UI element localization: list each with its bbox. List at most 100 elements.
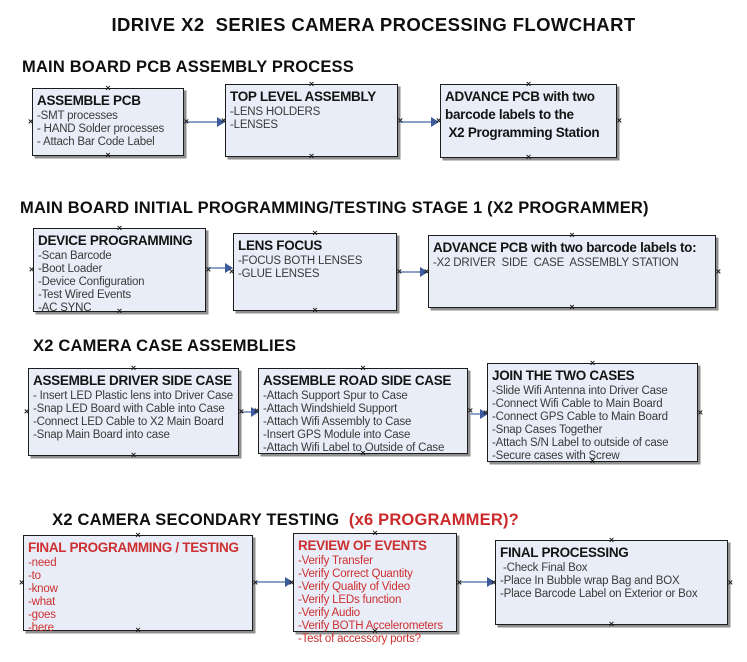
box-item: -Scan Barcode — [38, 250, 112, 262]
box-device-programming[interactable]: DEVICE PROGRAMMING -Scan Barcode -Boot L… — [29, 224, 211, 316]
connector-line — [400, 121, 432, 123]
box-item: -LENS HOLDERS — [230, 106, 321, 118]
connection-point-right: × — [727, 577, 733, 587]
box-title: DEVICE PROGRAMMING — [38, 233, 193, 248]
box-title: FINAL PROGRAMMING / TESTING — [28, 540, 239, 555]
box-item: -Snap LED Board with Cable into Case — [33, 403, 225, 415]
box-title: JOIN THE TWO CASES — [492, 368, 635, 383]
connection-point-left: × — [28, 116, 34, 127]
box-item: -Verify LEDs function — [298, 594, 402, 606]
connection-point-right: × — [697, 407, 703, 417]
arrowhead-icon — [431, 117, 439, 127]
connector-line — [241, 411, 252, 413]
connection-point-bottom: × — [308, 151, 315, 161]
box-item: -Boot Loader — [38, 263, 103, 275]
box-item: -Place In Bubble wrap Bag and BOX — [500, 575, 680, 587]
box-assemble-pcb[interactable]: ASSEMBLE PCB -SMT processes - HAND Solde… — [28, 84, 189, 160]
box-item: -FOCUS BOTH LENSES — [238, 255, 363, 267]
connector-line — [459, 581, 488, 583]
box-item: - Insert LED Plastic lens into Driver Ca… — [33, 390, 233, 402]
box-item: -Verify Quality of Video — [298, 581, 410, 593]
box-join-the-two-cases[interactable]: JOIN THE TWO CASES -Slide Wifi Antenna i… — [483, 359, 703, 466]
section-heading-initial-programming: MAIN BOARD INITIAL PROGRAMMING/TESTING S… — [20, 199, 649, 217]
connection-point-left: × — [29, 264, 35, 275]
box-item: -Insert GPS Module into Case — [263, 429, 411, 441]
box-item: -to — [28, 570, 41, 582]
box-item: -Snap Main Board into case — [33, 429, 170, 441]
box-item: -Slide Wifi Antenna into Driver Case — [492, 385, 668, 397]
connector-line — [470, 413, 481, 415]
box-item: -Attach Windshield Support — [263, 403, 398, 415]
box-item: -Attach S/N Label to outside of case — [492, 437, 669, 449]
connector-arrow-8[interactable] — [458, 576, 495, 588]
arrowhead-icon — [285, 577, 293, 587]
connection-point-bottom: × — [312, 305, 318, 315]
connector-arrow-6[interactable] — [469, 408, 488, 420]
box-title: ASSEMBLE DRIVER SIDE CASE — [33, 373, 232, 388]
arrowhead-icon — [420, 267, 428, 277]
connection-point-right: × — [616, 115, 622, 126]
box-lens-focus[interactable]: LENS FOCUS -FOCUS BOTH LENSES -GLUE LENS… — [229, 229, 402, 315]
box-item: -Attach Support Spur to Case — [263, 390, 408, 402]
connector-arrow-1[interactable] — [185, 116, 225, 128]
box-item: -Attach Wifi Label to Outside of Case — [263, 442, 445, 454]
connector-line — [399, 271, 421, 273]
box-item: -LENSES — [230, 119, 278, 131]
box-item: -Device Configuration — [38, 276, 145, 288]
box-item: -Verify Audio — [298, 607, 360, 619]
box-item: -Test of accessory ports? — [298, 633, 421, 645]
connector-arrow-4[interactable] — [398, 266, 428, 278]
box-item: -Attach Wifi Assembly to Case — [263, 416, 412, 428]
box-title: ASSEMBLE PCB — [37, 93, 141, 108]
box-item: -Snap Cases Together — [492, 424, 603, 436]
arrowhead-icon — [217, 117, 225, 127]
connector-arrow-5[interactable] — [240, 406, 259, 418]
connection-point-bottom: × — [130, 450, 137, 460]
box-assemble-driver-side-case[interactable]: ASSEMBLE DRIVER SIDE CASE - Insert LED P… — [24, 364, 244, 460]
box-item: -what — [28, 596, 56, 608]
box-item: -Connect GPS Cable to Main Board — [492, 411, 668, 423]
box-final-programming-testing[interactable]: FINAL PROGRAMMING / TESTING -need -to -k… — [19, 531, 258, 635]
box-item: -Place Barcode Label on Exterior or Box — [500, 588, 698, 600]
box-item: -Connect LED Cable to X2 Main Board — [33, 416, 224, 428]
box-item: - Attach Bar Code Label — [37, 136, 155, 148]
section-heading-secondary-black: X2 CAMERA SECONDARY TESTING — [52, 511, 345, 529]
connector-arrow-7[interactable] — [254, 576, 293, 588]
connection-point-bottom: × — [525, 152, 532, 162]
box-title: ADVANCE PCB with two barcode labels to t… — [445, 89, 600, 140]
box-item: - HAND Solder processes — [37, 123, 165, 135]
box-item: -Check Final Box — [500, 562, 588, 574]
connector-line — [255, 581, 286, 583]
arrowhead-icon — [487, 577, 495, 587]
box-title: TOP LEVEL ASSEMBLY — [230, 89, 376, 104]
box-title: FINAL PROCESSING — [500, 545, 629, 560]
box-item: -Secure cases with Screw — [492, 450, 620, 462]
box-title: ASSEMBLE ROAD SIDE CASE — [263, 373, 452, 388]
connection-point-right: × — [715, 266, 721, 276]
box-item: -Verify Transfer — [298, 555, 373, 567]
box-final-processing[interactable]: FINAL PROCESSING -Check Final Box -Place… — [491, 536, 733, 629]
connector-line — [186, 121, 218, 123]
box-item: -Verify Correct Quantity — [298, 568, 413, 580]
page-title: IDRIVE X2 SERIES CAMERA PROCESSING FLOWC… — [111, 14, 636, 35]
box-title: REVIEW OF EVENTS — [298, 538, 427, 553]
arrowhead-icon — [225, 263, 233, 273]
connector-arrow-3[interactable] — [207, 262, 233, 274]
connection-point-bottom: × — [608, 619, 615, 629]
box-item: -AC SYNC — [38, 302, 92, 314]
box-review-of-events[interactable]: REVIEW OF EVENTS -Verify Transfer -Verif… — [289, 529, 462, 646]
connection-point-bottom: × — [569, 302, 575, 312]
box-title: LENS FOCUS — [238, 238, 323, 253]
section-heading-case-assemblies: X2 CAMERA CASE ASSEMBLIES — [33, 337, 297, 355]
box-advance-pcb-driver-side-station[interactable]: ADVANCE PCB with two barcode labels to: … — [424, 231, 721, 312]
section-heading-secondary-testing: X2 CAMERA SECONDARY TESTING (x6 PROGRAMM… — [33, 492, 519, 549]
section-heading-secondary-red: (x6 PROGRAMMER)? — [344, 511, 519, 529]
arrowhead-icon — [480, 409, 488, 419]
connector-arrow-2[interactable] — [399, 116, 439, 128]
box-item: -Test Wired Events — [38, 289, 131, 301]
section-heading-pcb-assembly: MAIN BOARD PCB ASSEMBLY PROCESS — [22, 58, 354, 76]
box-top-level-assembly[interactable]: TOP LEVEL ASSEMBLY -LENS HOLDERS -LENSES… — [221, 80, 403, 161]
box-assemble-road-side-case[interactable]: ASSEMBLE ROAD SIDE CASE -Attach Support … — [254, 364, 473, 458]
box-advance-pcb-programming-station[interactable]: ADVANCE PCB with two barcode labels to t… — [436, 80, 622, 162]
